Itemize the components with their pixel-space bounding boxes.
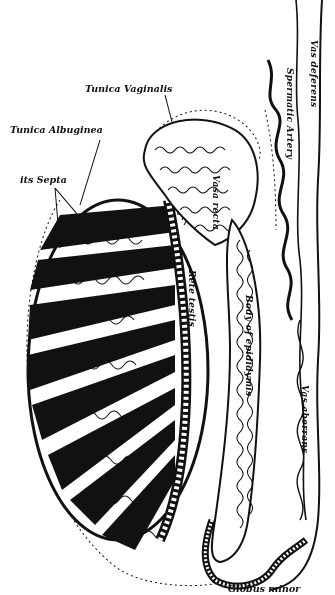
label-septa: its Septa	[20, 175, 67, 186]
label-spermatic-artery: Spermatic Artery	[284, 68, 294, 160]
label-tunica-albuginea: Tunica Albuginea	[10, 125, 103, 136]
label-globus-minor: Globus minor	[228, 584, 301, 595]
label-vas-aberrans: Vas aberrans	[299, 385, 309, 454]
label-vas-deferens-top: Vas deferens	[308, 40, 318, 107]
label-rete-testis: Rete testis	[186, 269, 196, 327]
label-body-epididymis: Body of epididymis	[243, 294, 253, 396]
label-tunica-vaginalis: Tunica Vaginalis	[85, 84, 173, 95]
label-vasa-recta: Vasa recta	[210, 175, 220, 230]
